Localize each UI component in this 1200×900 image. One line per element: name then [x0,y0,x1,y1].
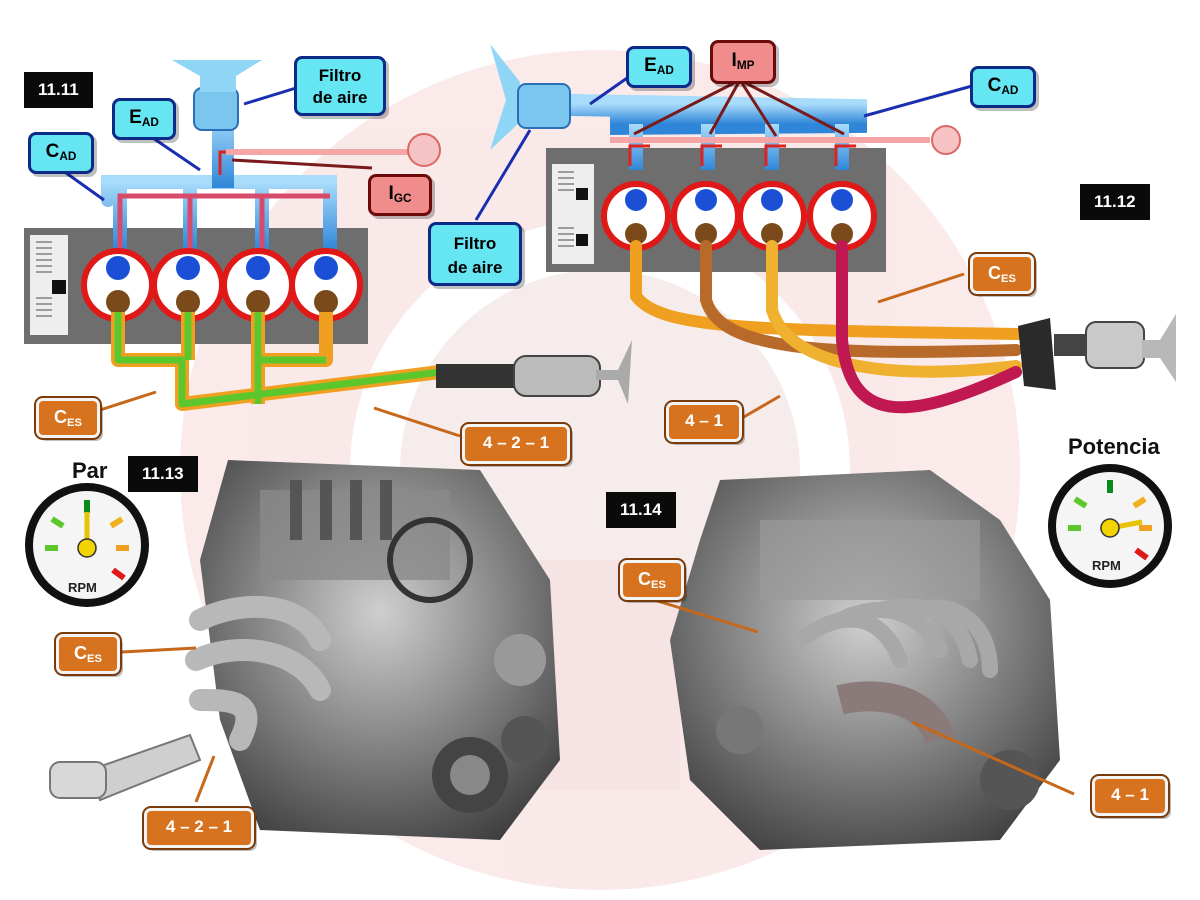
label-c-main: C [74,643,88,663]
fig-1114-engine-illustration [670,470,1060,850]
label-filtro-line1: Filtro [453,234,497,253]
label-filtro-line2: de aire [447,258,503,277]
label-c-main: C [45,141,60,162]
label-c-es-1113: CES [54,632,122,676]
fig-1113-engine-illustration [49,460,560,840]
label-c-main: C [638,569,652,589]
gauge-par [25,483,149,607]
label-c-ad-1112: CAD [970,66,1036,108]
label-c-es-1112: CES [968,252,1036,296]
label-c-sub: ES [87,652,102,665]
label-c-es-1111: CES [34,396,102,440]
label-i-main: I [731,50,737,71]
label-filtro-line1: Filtro [318,66,362,85]
label-c-main: C [54,407,68,427]
figure-number-1111: 11.11 [24,72,93,108]
label-e-ad-1111: EAD [112,98,176,140]
label-filtro-line2: de aire [312,88,368,107]
fig-1111-diagram [24,60,632,411]
label-e-ad-1112: EAD [626,46,692,88]
gauge-par-title: Par [72,458,108,483]
label-i-gc: IGC [368,174,432,216]
label-i-mp: IMP [710,40,776,84]
figure-number-1114: 11.14 [606,492,676,528]
gauge-potencia-title: Potencia [1068,434,1160,459]
figure-number-1113: 11.13 [128,456,198,492]
pointer-lines [61,74,1075,803]
label-i-sub: MP [736,58,755,72]
label-i-sub: GC [393,191,412,205]
gauge-potencia-rpm: RPM [1092,558,1121,573]
label-c-sub: ES [67,416,82,429]
label-c-main: C [988,263,1002,283]
label-i-main: I [388,183,394,204]
figure-number-1112: 11.12 [1080,184,1150,220]
label-c-sub: AD [1001,83,1019,97]
label-4-1-top: 4 – 1 [664,400,744,444]
label-c-ad-1111: CAD [28,132,94,174]
gauge-par-rpm: RPM [68,580,97,595]
label-e-sub: AD [656,63,674,77]
label-4-1-bottom: 4 – 1 [1090,774,1170,818]
label-filtro-aire-1111: Filtro de aire [294,56,386,116]
label-c-sub: ES [1001,272,1016,285]
label-4-2-1-bottom: 4 – 2 – 1 [142,806,256,850]
label-e-main: E [644,55,657,76]
label-c-sub: ES [651,578,666,591]
label-c-es-1114: CES [618,558,686,602]
label-e-sub: AD [141,115,159,129]
gauge-potencia [1048,464,1172,588]
label-4-2-1-top: 4 – 2 – 1 [460,422,572,466]
label-c-sub: AD [59,149,77,163]
label-filtro-aire-1112: Filtro de aire [428,222,522,286]
label-e-main: E [129,107,142,128]
label-c-main: C [987,75,1002,96]
